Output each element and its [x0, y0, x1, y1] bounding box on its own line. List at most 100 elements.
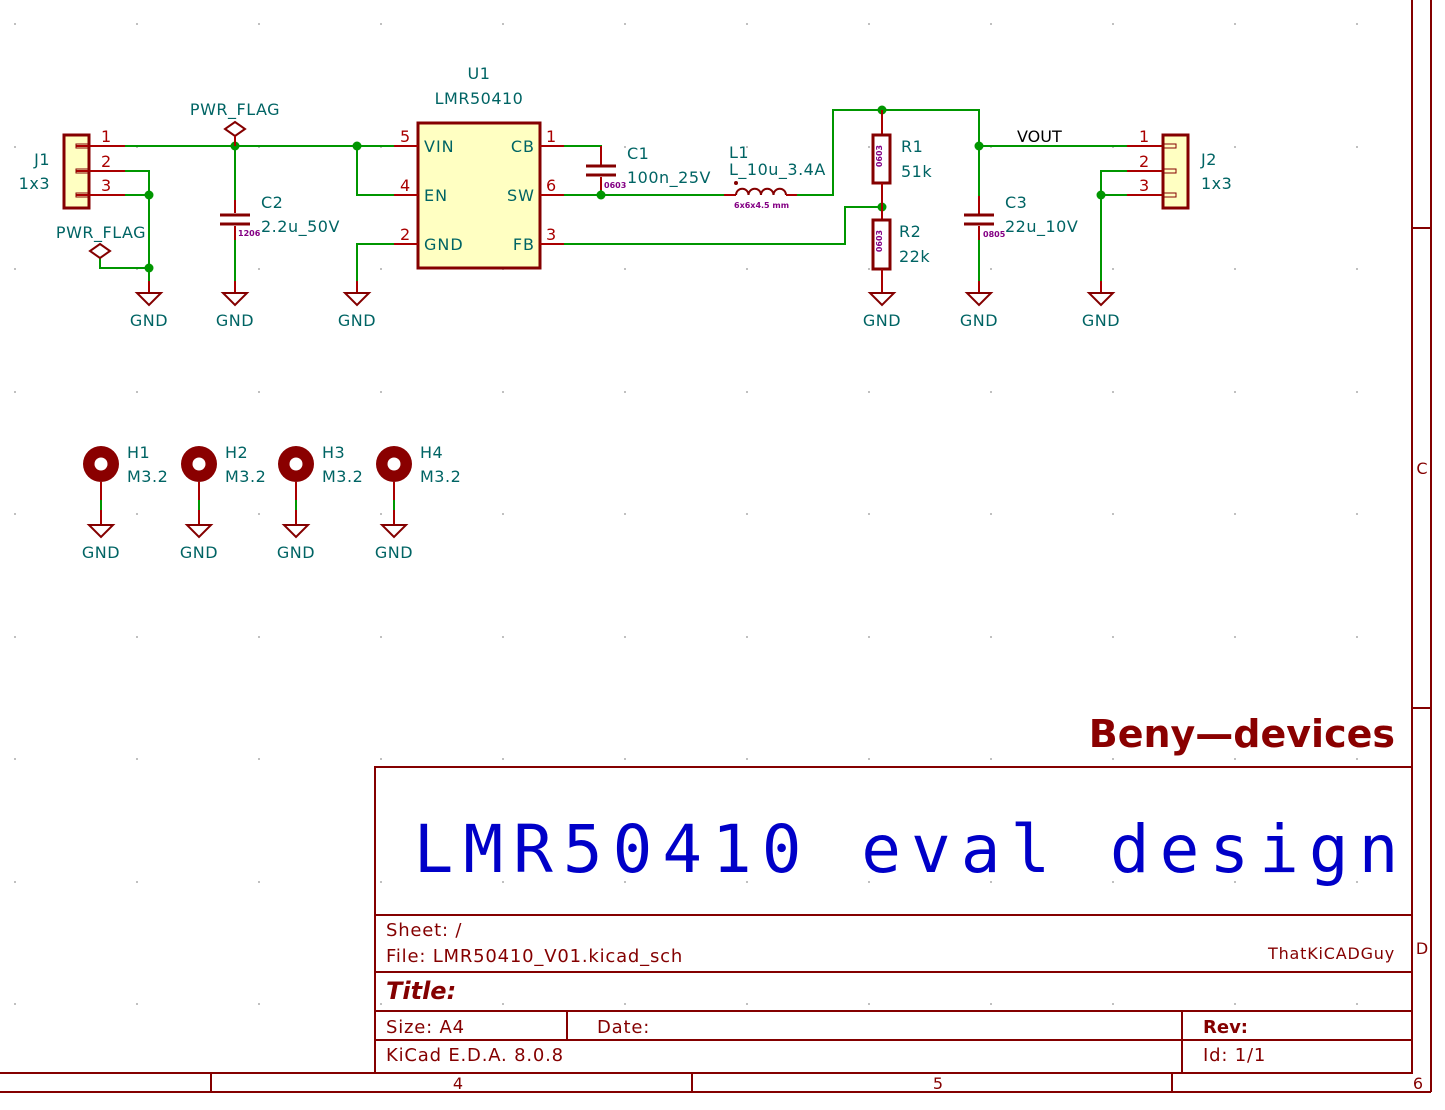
wire-pwrflag-gnd[interactable]: [99, 257, 149, 269]
gnd-symbol[interactable]: GND: [277, 510, 315, 562]
grid-dot: [136, 636, 138, 638]
grid-dot: [1234, 513, 1236, 515]
pin-name: VIN: [424, 137, 455, 156]
wire-j2-gnd[interactable]: [1100, 170, 1127, 281]
gnd-symbol[interactable]: GND: [216, 281, 254, 330]
gnd-symbol[interactable]: GND: [82, 510, 120, 562]
pin-name: CB: [511, 137, 535, 156]
grid-dot: [14, 391, 16, 393]
resistor-r1[interactable]: 0603 R1 51k: [871, 110, 932, 207]
grid-dot: [868, 881, 870, 883]
gnd-symbol[interactable]: GND: [180, 510, 218, 562]
junction-dot: [352, 141, 362, 151]
grid-dot: [1234, 391, 1236, 393]
ground-icon: [342, 292, 372, 307]
gnd-symbol[interactable]: GND: [130, 281, 168, 330]
grid-dot: [1112, 268, 1114, 270]
grid-dot: [14, 23, 16, 25]
capacitor-c3[interactable]: 0805 C3 22u_10V: [964, 193, 1078, 240]
wire-fb[interactable]: [564, 206, 882, 245]
grid-dot: [1234, 23, 1236, 25]
grid-dot: [380, 268, 382, 270]
wire-cb[interactable]: [564, 145, 602, 160]
grid-dot: [990, 268, 992, 270]
grid-dot: [380, 23, 382, 25]
polarity-dot: [734, 181, 738, 185]
grid-dot: [868, 146, 870, 148]
grid-dot: [624, 1003, 626, 1005]
grid-dot: [624, 391, 626, 393]
value-label: M3.2: [225, 467, 266, 486]
grid-dot: [624, 758, 626, 760]
border-col-label: 4: [453, 1074, 463, 1093]
grid-dot: [746, 1003, 748, 1005]
connector-j1[interactable]: 1 2 3 J1 1x3: [19, 127, 125, 210]
inductor-l1[interactable]: 6x6x4.5 mm L1 L_10u_3.4A: [724, 143, 826, 210]
footprint-label: 0603: [875, 145, 884, 167]
footprint-label: 0603: [604, 181, 626, 190]
grid-dot: [258, 391, 260, 393]
pin-contact: [75, 168, 90, 174]
pin-name: SW: [507, 186, 535, 205]
grid-dot: [990, 881, 992, 883]
gnd-symbol[interactable]: GND: [1082, 281, 1120, 330]
grid-dot: [136, 23, 138, 25]
connector-j2[interactable]: 1 2 3 J2 1x3: [1127, 127, 1232, 210]
date-label: Date:: [597, 1017, 650, 1038]
gnd-label: GND: [82, 543, 120, 562]
design-title: LMR50410 eval design: [414, 811, 1409, 888]
resistor-r2[interactable]: 0603 R2 22k: [871, 207, 930, 293]
title-label: Title:: [386, 977, 456, 1005]
grid-dot: [746, 146, 748, 148]
pin-name: GND: [424, 235, 464, 254]
pin-number: 2: [1139, 152, 1149, 171]
grid-dot: [990, 636, 992, 638]
pwr-flag-vin[interactable]: PWR_FLAG: [190, 100, 280, 146]
gnd-symbol[interactable]: GND: [863, 281, 901, 330]
ground-icon: [220, 292, 250, 307]
ground-icon: [964, 292, 994, 307]
ic-u1[interactable]: 5 4 2 1 6 3 VIN EN GND CB SW FB U1 LMR50…: [394, 64, 564, 270]
wire-en[interactable]: [356, 146, 394, 196]
pin-number: 1: [101, 127, 111, 146]
grid-dot: [1356, 268, 1358, 270]
pin-contact: [1162, 192, 1177, 198]
capacitor-c1[interactable]: 0603 C1 100n_25V: [586, 144, 711, 190]
grid-dot: [14, 146, 16, 148]
ground-icon: [281, 524, 311, 539]
wire-u1-gnd[interactable]: [356, 243, 394, 281]
footprint-label: 6x6x4.5 mm: [734, 201, 789, 210]
brand-logo: Beny—devices: [1089, 712, 1395, 756]
file-label: File: LMR50410_V01.kicad_sch: [386, 946, 683, 967]
grid-dot: [990, 23, 992, 25]
gnd-symbol[interactable]: GND: [960, 281, 998, 330]
grid-dot: [14, 758, 16, 760]
wire-j1-gnd[interactable]: [125, 170, 150, 281]
ground-icon: [379, 524, 409, 539]
grid-dot: [1234, 636, 1236, 638]
net-label-vout[interactable]: VOUT: [1017, 127, 1062, 146]
ref-label: J2: [1200, 150, 1217, 169]
wire-l1-out[interactable]: [797, 109, 980, 196]
grid-dot: [1356, 758, 1358, 760]
junction-dot: [596, 190, 606, 200]
gnd-symbol[interactable]: GND: [338, 281, 376, 330]
pwr-flag-icon: [88, 242, 112, 260]
grid-dot: [1112, 513, 1114, 515]
grid-dot: [1112, 391, 1114, 393]
gnd-symbol[interactable]: GND: [375, 510, 413, 562]
pwr-flag-gnd[interactable]: PWR_FLAG: [56, 223, 146, 260]
capacitor-c2[interactable]: 1206 C2 2.2u_50V: [220, 193, 340, 240]
grid-dot: [502, 391, 504, 393]
grid-dot: [502, 758, 504, 760]
grid-dot: [136, 391, 138, 393]
grid-dot: [1356, 1003, 1358, 1005]
grid-dot: [258, 636, 260, 638]
grid-dot: [990, 758, 992, 760]
